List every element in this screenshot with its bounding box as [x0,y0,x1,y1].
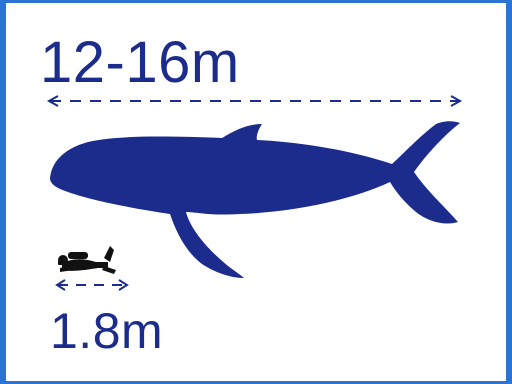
diver-dimension-arrow [57,280,127,290]
whale-dimension-arrow [49,96,460,106]
scuba-diver-icon [58,246,116,274]
